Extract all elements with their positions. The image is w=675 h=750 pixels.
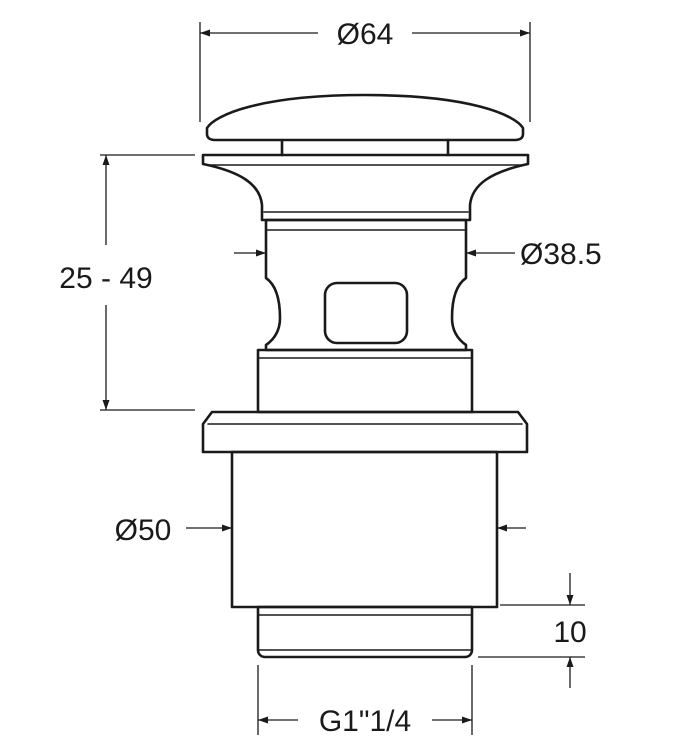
dimension-flange-diameter: Ø50: [115, 514, 526, 547]
slot-window: [323, 281, 409, 345]
dimension-height-range: 25 - 49: [59, 154, 195, 411]
height-range-label: 25 - 49: [59, 262, 152, 295]
cap-dome: [205, 93, 525, 142]
body-diameter-label: Ø38.5: [520, 238, 602, 271]
flange-diameter-label: Ø50: [115, 514, 172, 547]
body-cylinder: [264, 218, 468, 352]
body-flare: [201, 153, 530, 222]
flange: [201, 410, 529, 454]
waste-valve-outline: [201, 93, 530, 659]
dimension-body-diameter: Ø38.5: [234, 238, 602, 271]
threaded-tail: [256, 605, 474, 659]
dimension-cap-diameter: Ø64: [199, 18, 531, 122]
thread-length-label: 10: [553, 616, 586, 649]
body-collar: [256, 348, 474, 414]
dimension-thread-size: G1"1/4: [257, 665, 473, 738]
cap-diameter-label: Ø64: [337, 18, 394, 51]
dimension-thread-length: 10: [478, 573, 587, 688]
lower-body: [230, 450, 499, 609]
thread-size-label: G1"1/4: [319, 705, 411, 738]
